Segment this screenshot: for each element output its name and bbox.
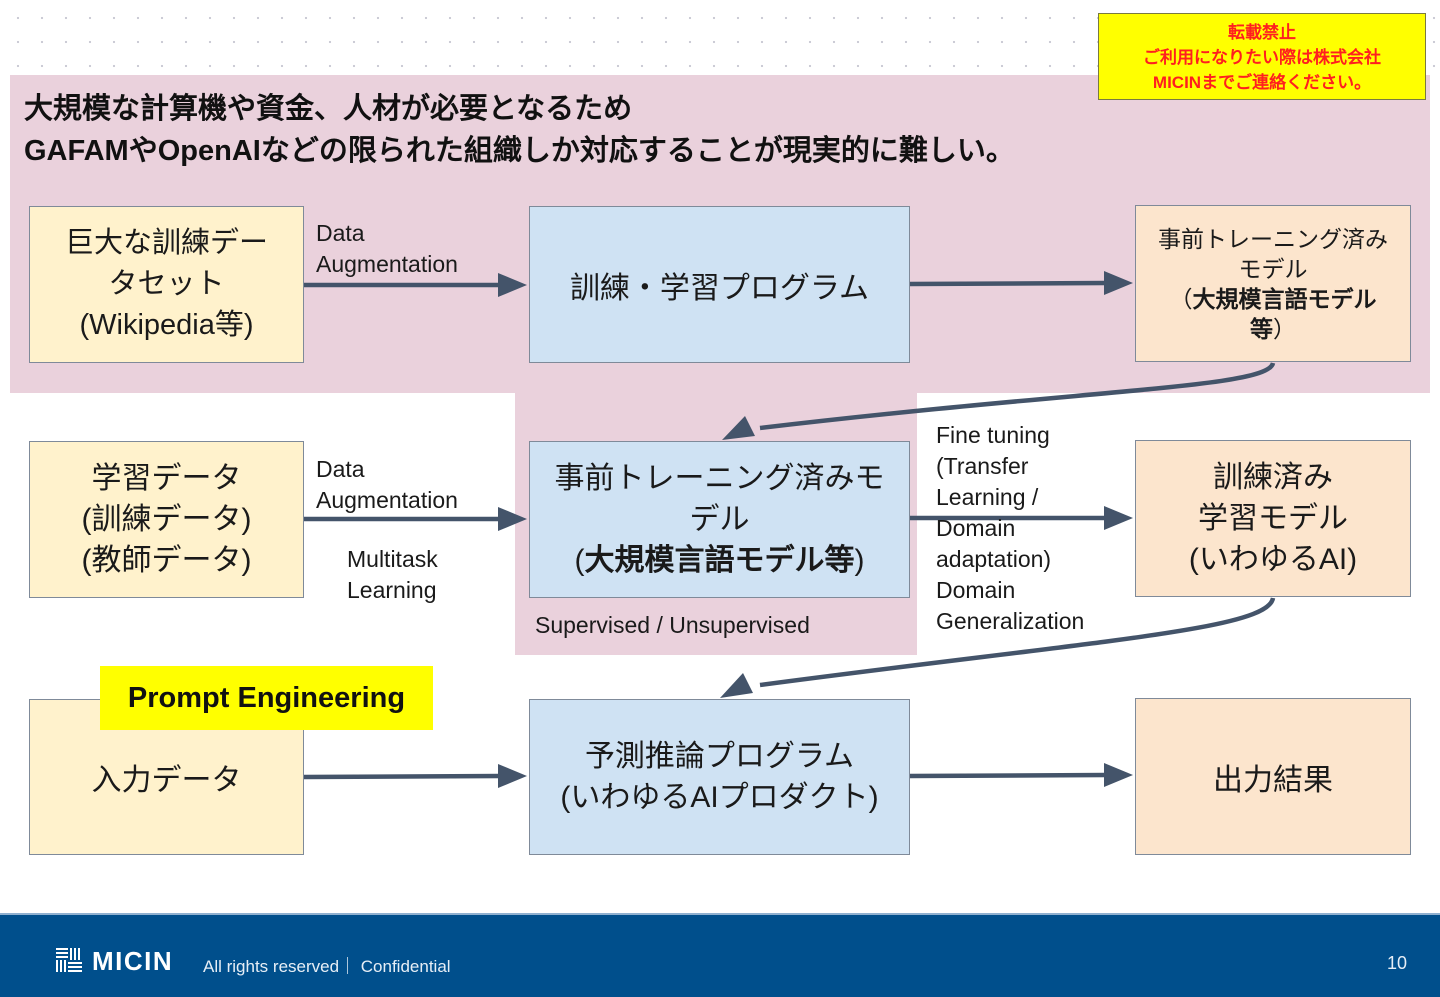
box-line: 予測推論プログラム	[584, 740, 855, 773]
box-line: (大規模言語モデル等)	[555, 540, 885, 581]
box-line: 学習モデル	[1197, 502, 1348, 535]
box-line: モデル	[1238, 255, 1308, 282]
rights-text: All rights reserved｜ Confidential	[203, 957, 451, 976]
paren: （	[1169, 285, 1193, 312]
micin-logo-icon	[56, 948, 82, 972]
multitask-learning-label: Multitask Learning	[347, 546, 438, 603]
prompt-engineering-label: Prompt Engineering	[100, 666, 433, 730]
arrow-input-to-inference	[303, 764, 527, 788]
notice-line: MICINまでご連絡ください。	[1152, 73, 1372, 92]
fine-tuning-label: Fine tuning (Transfer Learning / Domain …	[936, 422, 1085, 634]
box-line: （大規模言語モデル	[1158, 284, 1388, 314]
box-line: デル	[689, 503, 750, 536]
box-line: (いわゆるAI)	[1188, 543, 1358, 576]
page-number: 10	[1386, 953, 1407, 973]
paren: )	[854, 544, 865, 577]
supervised-label: Supervised / Unsupervised	[535, 612, 810, 638]
inference-program-box: 予測推論プログラム (いわゆるAIプロダクト)	[529, 699, 910, 855]
brand-name: MICIN	[92, 946, 174, 976]
learning-data-box: 学習データ (訓練データ) (教師データ)	[29, 441, 304, 598]
heading-line-1: 大規模な計算機や資金、人材が必要となるため	[24, 93, 633, 125]
box-line: 事前トレーニング済み	[1158, 225, 1388, 252]
pretrained-model-box-mid: 事前トレーニング済みモ デル (大規模言語モデル等)	[529, 441, 910, 598]
training-dataset-box: 巨大な訓練デー タセット (Wikipedia等)	[29, 206, 304, 363]
notice-line: 転載禁止	[1228, 23, 1296, 42]
box-line: タセット	[108, 268, 225, 300]
pretrained-model-box-top: 事前トレーニング済み モデル （大規模言語モデル 等）	[1135, 205, 1411, 362]
box-line: (Wikipedia等)	[79, 309, 254, 341]
box-text: 訓練・学習プログラム	[569, 271, 870, 305]
training-program-box: 訓練・学習プログラム	[529, 206, 910, 363]
data-augmentation-label-mid: Data Augmentation	[316, 456, 458, 513]
box-line: 事前トレーニング済みモ	[554, 462, 885, 495]
box-line: (いわゆるAIプロダクト)	[560, 781, 879, 814]
data-augmentation-label-top: Data Augmentation	[316, 220, 458, 277]
heading-line-2: GAFAMやOpenAIなどの限られた組織しか対応することが現実的に難しい。	[24, 135, 1015, 167]
trained-model-box: 訓練済み 学習モデル (いわゆるAI)	[1135, 440, 1411, 597]
box-text: 出力結果	[1213, 763, 1333, 797]
box-line: 訓練済み	[1212, 461, 1333, 494]
copyright-notice: 転載禁止 ご利用になりたい際は株式会社 MICINまでご連絡ください。	[1098, 13, 1426, 100]
box-line: (教師データ)	[81, 544, 252, 577]
box-line: 等）	[1158, 314, 1388, 344]
slide-heading: 大規模な計算機や資金、人材が必要となるため GAFAMやOpenAIなどの限られ…	[24, 88, 1094, 172]
paren: ）	[1273, 315, 1296, 342]
slide-footer: MICIN All rights reserved｜ Confidential …	[0, 913, 1440, 997]
bold-text: 大規模言語モデル	[1192, 285, 1377, 312]
output-result-box: 出力結果	[1135, 698, 1411, 855]
box-text: 入力データ	[91, 764, 242, 797]
bold-text: 等	[1250, 315, 1273, 342]
bold-text: 大規模言語モデル等	[584, 544, 855, 577]
arrow-inference-to-output	[909, 763, 1133, 787]
box-line: (訓練データ)	[81, 503, 252, 536]
paren: (	[574, 544, 585, 577]
box-line: 巨大な訓練デー	[64, 227, 268, 259]
notice-line: ご利用になりたい際は株式会社	[1143, 48, 1381, 67]
box-line: 学習データ	[91, 462, 242, 495]
